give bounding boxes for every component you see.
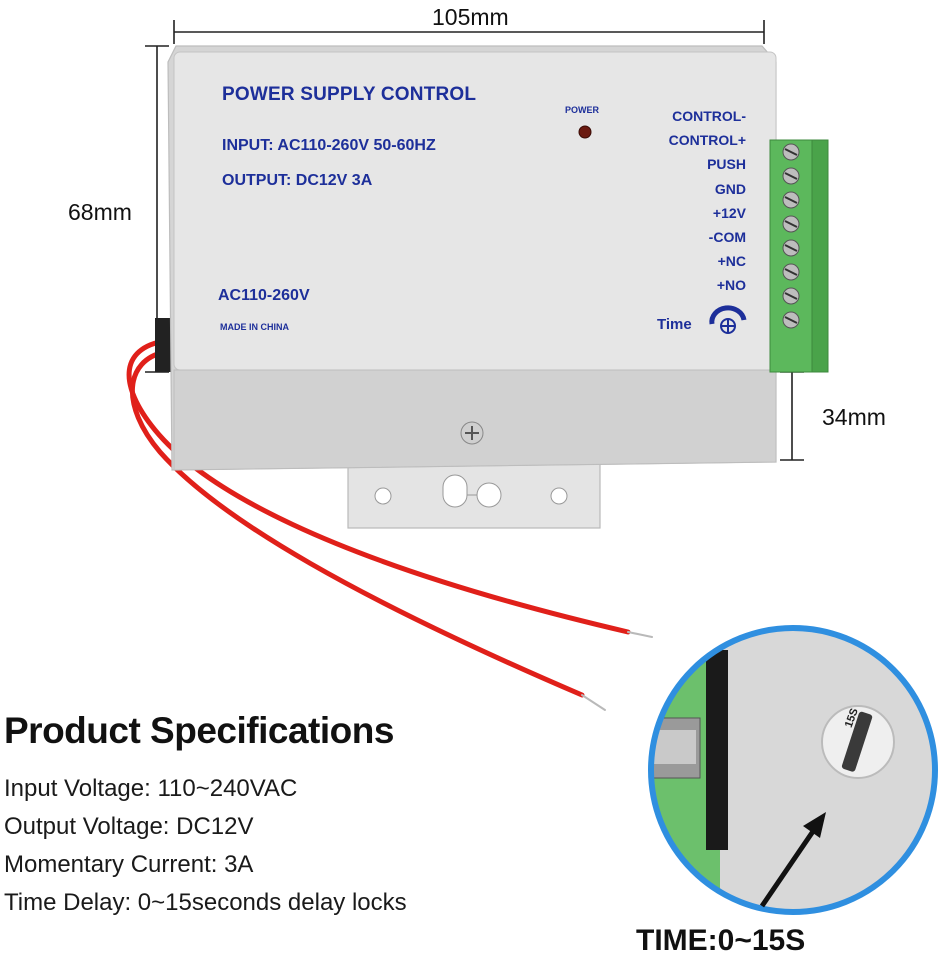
case — [167, 45, 777, 471]
terminal-screw-slot — [784, 292, 798, 300]
time-range-caption: TIME:0~15S — [636, 924, 806, 957]
zoom-inset — [648, 625, 938, 915]
output-rating: OUTPUT: DC12V 3A — [222, 172, 373, 189]
spec-input-voltage: Input Voltage: 110~240VAC — [4, 775, 298, 802]
time-adjust-icon — [709, 305, 747, 334]
spec-output-voltage: Output Voltage: DC12V — [4, 813, 254, 840]
terminal-screw-slot — [784, 244, 798, 252]
height-dimension-label: 68mm — [68, 199, 132, 225]
input-rating: INPUT: AC110-260V 50-60HZ — [222, 137, 436, 154]
spec-momentary-current: Momentary Current: 3A — [4, 851, 254, 878]
terminal-screw-slot — [784, 172, 798, 180]
power-led-label: POWER — [565, 105, 600, 115]
terminal-label: GND — [714, 180, 746, 197]
ac-voltage-label: AC110-260V — [218, 287, 310, 304]
specifications-heading: Product Specifications — [4, 710, 394, 751]
time-label: Time — [657, 316, 692, 333]
terminal-label: CONTROL- — [672, 108, 746, 124]
terminal-screw-slot — [784, 196, 798, 204]
terminal-label: CONTROL+ — [668, 132, 746, 149]
width-dimension-label: 105mm — [432, 4, 509, 30]
terminal-screw-slot — [784, 220, 798, 228]
origin-label: MADE IN CHINA — [220, 322, 289, 332]
spec-time-delay: Time Delay: 0~15seconds delay locks — [4, 889, 407, 916]
terminal-label: PUSH — [707, 156, 746, 173]
terminal-label: +NC — [717, 253, 746, 270]
terminal-screw-slot — [784, 268, 798, 276]
terminal-block — [769, 139, 829, 373]
terminal-label: +12V — [712, 204, 746, 221]
terminal-screw-slot — [784, 148, 798, 156]
terminal-label: +NO — [716, 277, 746, 294]
power-led — [578, 125, 592, 139]
terminal-screw-slot — [784, 316, 798, 324]
mounting-bracket — [347, 461, 601, 529]
device-title: POWER SUPPLY CONTROL — [222, 84, 477, 105]
terminal-label: -COM — [708, 229, 746, 245]
depth-dimension-label: 34mm — [822, 404, 886, 430]
